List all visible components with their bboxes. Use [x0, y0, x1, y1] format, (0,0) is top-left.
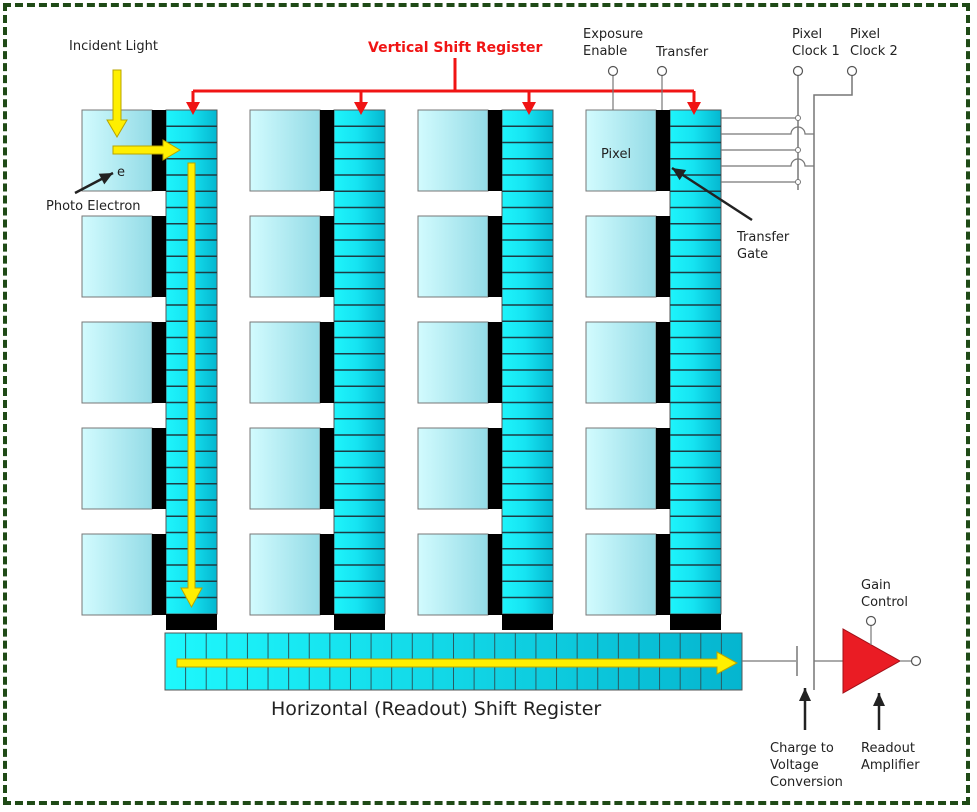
vertical-register-column — [333, 109, 386, 615]
transfer-gate-pointer-shaft — [671, 166, 753, 222]
transfer-gate — [656, 428, 670, 509]
vertical-register-column — [501, 109, 554, 615]
exposure-enable-label-2: Enable — [583, 44, 627, 59]
readout-amplifier-label-1: Readout — [861, 741, 915, 756]
pixel-label: Pixel — [601, 147, 631, 162]
terminal-icon — [846, 65, 858, 77]
transfer-gate — [320, 534, 334, 615]
pixel-clock-1-label-1: Pixel — [792, 27, 822, 42]
junction-dot — [795, 115, 801, 121]
incident-light-arrow-icon — [106, 69, 128, 138]
clock-phase-crossover — [721, 126, 814, 135]
terminal-icon — [792, 65, 804, 77]
clock-phase-crossover — [721, 158, 814, 167]
pixel-cell — [249, 427, 321, 510]
vertical-shift-register-label: Vertical Shift Register — [368, 40, 543, 56]
pixel-cell — [417, 321, 489, 404]
transfer-gate — [488, 216, 502, 297]
charge-to-voltage-label-1: Charge to — [770, 741, 834, 756]
pixel-cell — [81, 215, 153, 298]
red-arrow-head-icon — [687, 102, 701, 115]
transfer-gate — [488, 428, 502, 509]
transfer-gate — [152, 322, 166, 403]
register-output-gate — [670, 614, 721, 630]
readout-shift-arrow-icon — [176, 651, 739, 675]
readout-amplifier-label-2: Amplifier — [861, 758, 920, 773]
pixel-cell — [81, 427, 153, 510]
photo-electron-label: Photo Electron — [46, 199, 141, 214]
pixel-array — [81, 109, 722, 630]
transfer-gate — [320, 322, 334, 403]
pixel-clock-1-label-2: Clock 1 — [792, 44, 840, 59]
transfer-gate — [656, 322, 670, 403]
pixel-cell — [417, 215, 489, 298]
transfer-gate-pointer-head-icon — [672, 168, 687, 181]
red-arrow-head-icon — [522, 102, 536, 115]
dashed-frame — [3, 3, 970, 805]
transfer-gate — [320, 428, 334, 509]
pixel-clock-2-wire — [813, 76, 853, 690]
transfer-gate — [320, 110, 334, 191]
transfer-gate — [488, 110, 502, 191]
output-terminal-icon — [910, 655, 922, 667]
arrows — [74, 69, 885, 730]
horizontal-register-label: Horizontal (Readout) Shift Register — [271, 698, 601, 720]
pixel-cell — [81, 321, 153, 404]
register-output-gate — [502, 614, 553, 630]
gain-control-label-2: Control — [861, 595, 908, 610]
pixel-clock-2-label-2: Clock 2 — [850, 44, 898, 59]
pixel-cell — [249, 109, 321, 192]
gain-control-terminal-icon — [865, 615, 877, 627]
pixel-cell — [585, 533, 657, 616]
junction-dot — [795, 147, 801, 153]
pixel-cell — [249, 533, 321, 616]
transfer-gate — [488, 534, 502, 615]
pixel-cell — [249, 321, 321, 404]
transfer-arrow-icon — [112, 139, 181, 161]
transfer-gate-label-1: Transfer — [736, 230, 790, 245]
transfer-gate — [152, 428, 166, 509]
exposure-enable-label-1: Exposure — [583, 27, 643, 42]
charge-to-voltage-label-2: Voltage — [770, 758, 819, 773]
gain-control-label-1: Gain — [861, 578, 891, 593]
pixel-cell — [417, 427, 489, 510]
transfer-gate — [488, 322, 502, 403]
vertical-register-column — [669, 109, 722, 615]
transfer-gate — [656, 110, 670, 191]
transfer-gate — [656, 534, 670, 615]
charge-voltage-pointer-head-icon — [799, 688, 811, 701]
pixel-cell — [81, 533, 153, 616]
pixel-clock-2-label-1: Pixel — [850, 27, 880, 42]
charge-to-voltage-label-3: Conversion — [770, 775, 843, 790]
transfer-gate — [656, 216, 670, 297]
readout-amp-pointer-head-icon — [873, 693, 885, 706]
pixel-cell — [585, 109, 657, 192]
red-arrow-head-icon — [354, 102, 368, 115]
register-output-gate — [166, 614, 217, 630]
transfer-gate — [152, 216, 166, 297]
junction-dot — [795, 179, 801, 185]
pixel-cell — [585, 321, 657, 404]
pixel-cell — [585, 215, 657, 298]
pixel-cell — [585, 427, 657, 510]
transfer-gate-label-2: Gate — [737, 247, 768, 262]
red-arrow-head-icon — [186, 102, 200, 115]
terminal-icon — [607, 65, 619, 77]
photo-electron-pointer-head-icon — [98, 173, 113, 185]
register-output-gate — [334, 614, 385, 630]
transfer-gate — [320, 216, 334, 297]
transfer-label: Transfer — [655, 45, 709, 60]
vertical-shift-arrow-icon — [180, 162, 203, 609]
pixel-cell — [249, 215, 321, 298]
electron-symbol: e — [117, 165, 125, 180]
transfer-gate — [152, 534, 166, 615]
pixel-cell — [417, 109, 489, 192]
terminal-icon — [656, 65, 668, 77]
wiring — [186, 58, 922, 694]
pixel-cell — [417, 533, 489, 616]
incident-light-label: Incident Light — [69, 39, 158, 54]
